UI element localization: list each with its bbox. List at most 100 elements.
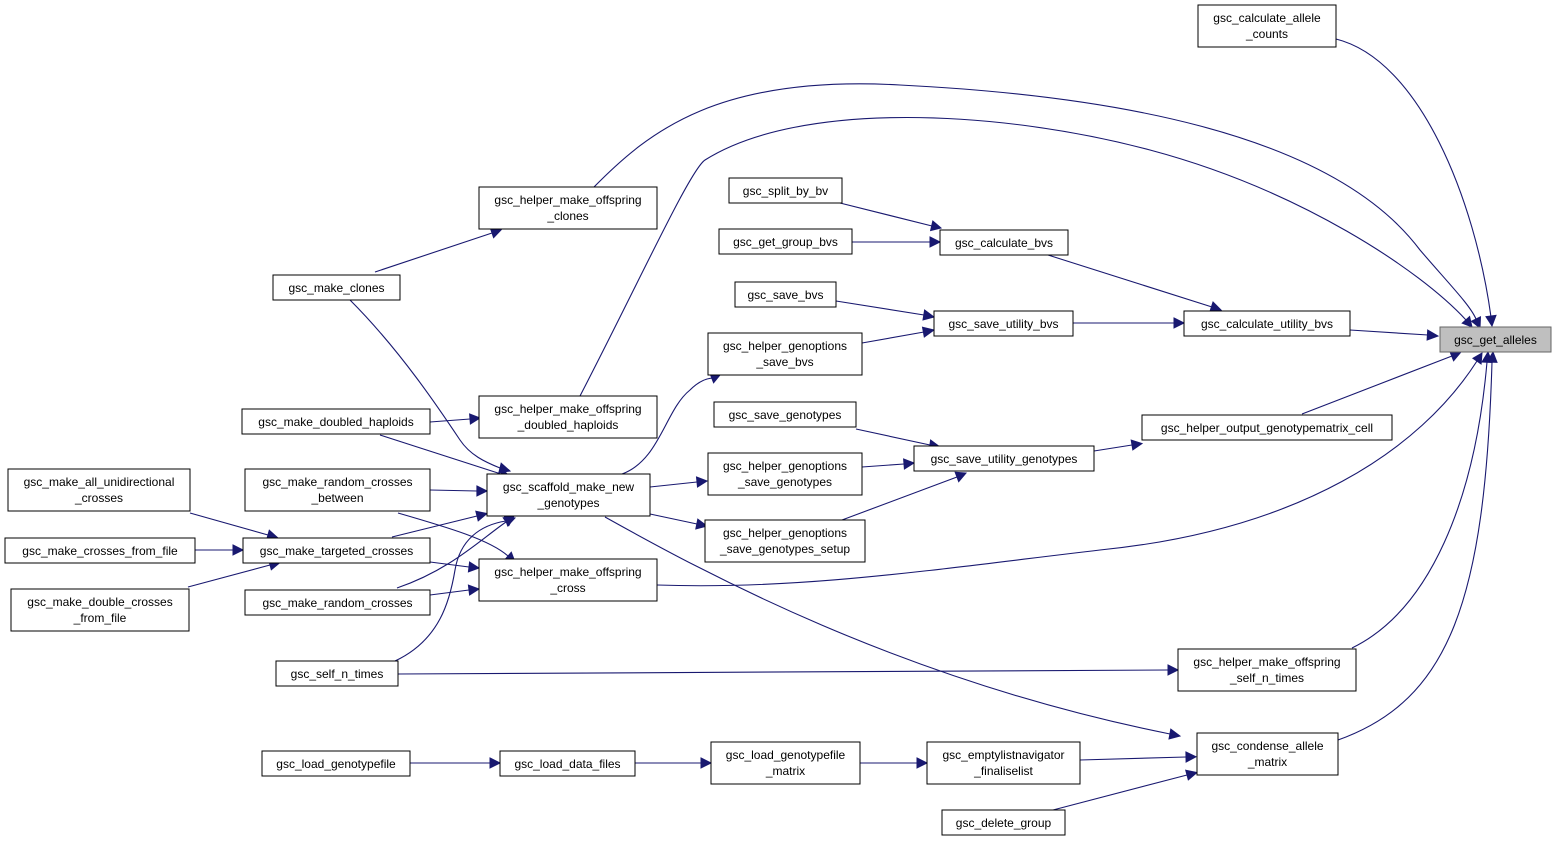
node-gsc-get-alleles[interactable]: gsc_get_alleles — [1439, 326, 1552, 353]
edge-save-utility-genotypes-to-output-genotypematrix-cell — [1093, 444, 1133, 452]
arrowhead — [695, 518, 709, 530]
node-label: gsc_get_alleles — [1454, 333, 1537, 347]
node-gsc-scaffold-make-new-genotypes[interactable]: gsc_scaffold_make_new _genotypes — [486, 473, 651, 517]
node-gsc-helper-genoptions-save-bvs[interactable]: gsc_helper_genoptions _save_bvs — [707, 332, 863, 376]
node-gsc-helper-make-offspring-self-n-times[interactable]: gsc_helper_make_offspring _self_n_times — [1177, 648, 1357, 692]
node-gsc-split-by-bv[interactable]: gsc_split_by_bv — [728, 177, 843, 204]
node-label: gsc_helper_make_offspring — [494, 193, 641, 207]
arrowhead — [1130, 439, 1144, 451]
node-gsc-load-data-files[interactable]: gsc_load_data_files — [499, 750, 636, 777]
arrowhead — [469, 413, 482, 425]
node-gsc-save-bvs[interactable]: gsc_save_bvs — [734, 281, 837, 308]
node-label: _doubled_haploids — [517, 418, 619, 432]
edge-make-clones-to-scaffold — [349, 299, 501, 469]
node-label: gsc_get_group_bvs — [733, 235, 838, 249]
edge-make-doubled-haploids-to-offspring-doubled-haploids — [429, 418, 471, 423]
node-gsc-make-crosses-from-file[interactable]: gsc_make_crosses_from_file — [4, 537, 196, 564]
node-gsc-helper-make-offspring-doubled-haploids[interactable]: gsc_helper_make_offspring _doubled_haplo… — [478, 395, 658, 439]
arrowhead — [1173, 317, 1186, 329]
node-label: gsc_make_doubled_haploids — [258, 415, 413, 429]
edge-random-crosses-to-offspring-cross — [429, 589, 470, 596]
node-gsc-make-doubled-haploids[interactable]: gsc_make_doubled_haploids — [241, 408, 431, 435]
node-label: _genotypes — [536, 496, 599, 510]
node-gsc-load-genotypefile-matrix[interactable]: gsc_load_genotypefile _matrix — [710, 741, 861, 785]
arrowhead — [700, 757, 713, 769]
arrowhead — [929, 220, 943, 232]
node-gsc-calculate-utility-bvs[interactable]: gsc_calculate_utility_bvs — [1183, 310, 1351, 337]
edge-targeted-crosses-to-offspring-cross — [429, 561, 470, 568]
arrowhead — [695, 476, 709, 488]
node-label: gsc_make_random_crosses — [262, 475, 412, 489]
arrowhead — [922, 309, 936, 321]
edge-delete-group-to-condense-allele-matrix — [1052, 774, 1188, 811]
node-label: _crosses — [74, 491, 123, 505]
node-label: gsc_split_by_bv — [743, 184, 828, 198]
node-gsc-make-random-crosses[interactable]: gsc_make_random_crosses — [244, 589, 431, 616]
node-gsc-make-double-crosses-from-file[interactable]: gsc_make_double_crosses _from_file — [10, 588, 190, 632]
arrowhead — [1471, 352, 1483, 365]
node-label: _self_n_times — [1229, 671, 1304, 685]
node-gsc-helper-make-offspring-clones[interactable]: gsc_helper_make_offspring _clones — [478, 186, 658, 230]
node-label: gsc_make_clones — [288, 281, 384, 295]
node-gsc-make-clones[interactable]: gsc_make_clones — [272, 274, 401, 301]
node-label: gsc_calculate_allele — [1213, 11, 1321, 25]
arrowhead — [503, 515, 516, 527]
edge-offspring-clones-to-get-alleles — [593, 83, 1477, 320]
node-gsc-helper-make-offspring-cross[interactable]: gsc_helper_make_offspring _cross — [478, 558, 658, 602]
arrowhead — [903, 458, 916, 470]
node-gsc-make-targeted-crosses[interactable]: gsc_make_targeted_crosses — [242, 537, 431, 564]
node-label: _matrix — [1247, 755, 1287, 769]
node-label: _save_bvs — [755, 355, 813, 369]
edge-scaffold-to-genoptions-save-bvs — [621, 377, 715, 475]
arrowhead — [1485, 314, 1497, 328]
node-gsc-save-genotypes[interactable]: gsc_save_genotypes — [713, 401, 857, 428]
edge-genoptions-save-genotypes-to-save-utility-genotypes — [861, 463, 905, 468]
edge-random-crosses-between-to-offspring-cross — [397, 512, 509, 557]
node-gsc-helper-output-genotypematrix-cell[interactable]: gsc_helper_output_genotypematrix_cell — [1141, 414, 1393, 441]
node-gsc-load-genotypefile[interactable]: gsc_load_genotypefile — [261, 750, 411, 777]
arrowhead — [1185, 769, 1199, 781]
arrowhead — [929, 236, 942, 248]
node-label: gsc_make_targeted_crosses — [260, 544, 413, 558]
node-gsc-make-random-crosses-between[interactable]: gsc_make_random_crosses _between — [244, 468, 431, 512]
edge-calculate-bvs-to-calculate-utility-bvs — [1047, 254, 1213, 308]
node-gsc-calculate-allele-counts[interactable]: gsc_calculate_allele _counts — [1197, 4, 1337, 48]
node-label: gsc_make_random_crosses — [262, 596, 412, 610]
node-gsc-make-all-unidirectional-crosses[interactable]: gsc_make_all_unidirectional _crosses — [7, 468, 191, 512]
node-label: _counts — [1245, 27, 1288, 41]
node-label: gsc_save_genotypes — [729, 408, 842, 422]
node-gsc-save-utility-bvs[interactable]: gsc_save_utility_bvs — [933, 310, 1074, 337]
node-gsc-save-utility-genotypes[interactable]: gsc_save_utility_genotypes — [913, 445, 1095, 472]
edge-output-genotypematrix-cell-to-get-alleles — [1301, 355, 1453, 415]
node-label: gsc_helper_output_genotypematrix_cell — [1161, 421, 1373, 435]
node-gsc-calculate-bvs[interactable]: gsc_calculate_bvs — [939, 229, 1069, 256]
node-label: gsc_make_all_unidirectional — [24, 475, 175, 489]
node-gsc-helper-genoptions-save-genotypes-setup[interactable]: gsc_helper_genoptions _save_genotypes_se… — [704, 519, 866, 563]
node-gsc-condense-allele-matrix[interactable]: gsc_condense_allele _matrix — [1196, 732, 1339, 776]
edge-offspring-cross-to-get-alleles — [656, 360, 1478, 587]
node-label: _save_genotypes_setup — [719, 542, 850, 556]
node-label: gsc_make_double_crosses — [27, 595, 172, 609]
node-gsc-helper-genoptions-save-genotypes[interactable]: gsc_helper_genoptions _save_genotypes — [707, 452, 863, 496]
node-label: gsc_helper_genoptions — [723, 526, 847, 540]
node-label: gsc_self_n_times — [291, 667, 384, 681]
arrowhead — [232, 544, 245, 556]
edge-calculate-utility-bvs-to-get-alleles — [1349, 329, 1429, 336]
node-label: gsc_load_genotypefile — [726, 748, 846, 762]
node-gsc-delete-group[interactable]: gsc_delete_group — [941, 809, 1066, 836]
node-label: _cross — [549, 581, 585, 595]
node-label: gsc_save_utility_genotypes — [931, 452, 1078, 466]
edge-save-bvs-to-save-utility-bvs — [835, 300, 925, 316]
node-gsc-self-n-times[interactable]: gsc_self_n_times — [275, 660, 399, 687]
node-gsc-emptylistnavigator-finaliselist[interactable]: gsc_emptylistnavigator _finaliselist — [926, 741, 1081, 785]
edge-genoptions-save-genotypes-setup-to-save-utility-genotypes — [841, 476, 958, 521]
arrowhead — [1167, 664, 1180, 676]
arrowhead — [498, 462, 512, 474]
node-label: gsc_save_utility_bvs — [948, 317, 1058, 331]
node-gsc-get-group-bvs[interactable]: gsc_get_group_bvs — [718, 228, 853, 255]
node-label: gsc_helper_make_offspring — [494, 565, 641, 579]
edge-condense-allele-matrix-to-get-alleles — [1337, 361, 1493, 741]
edge-genoptions-save-bvs-to-save-utility-bvs — [861, 331, 925, 344]
node-label: gsc_save_bvs — [747, 288, 823, 302]
node-label: gsc_condense_allele — [1211, 739, 1323, 753]
